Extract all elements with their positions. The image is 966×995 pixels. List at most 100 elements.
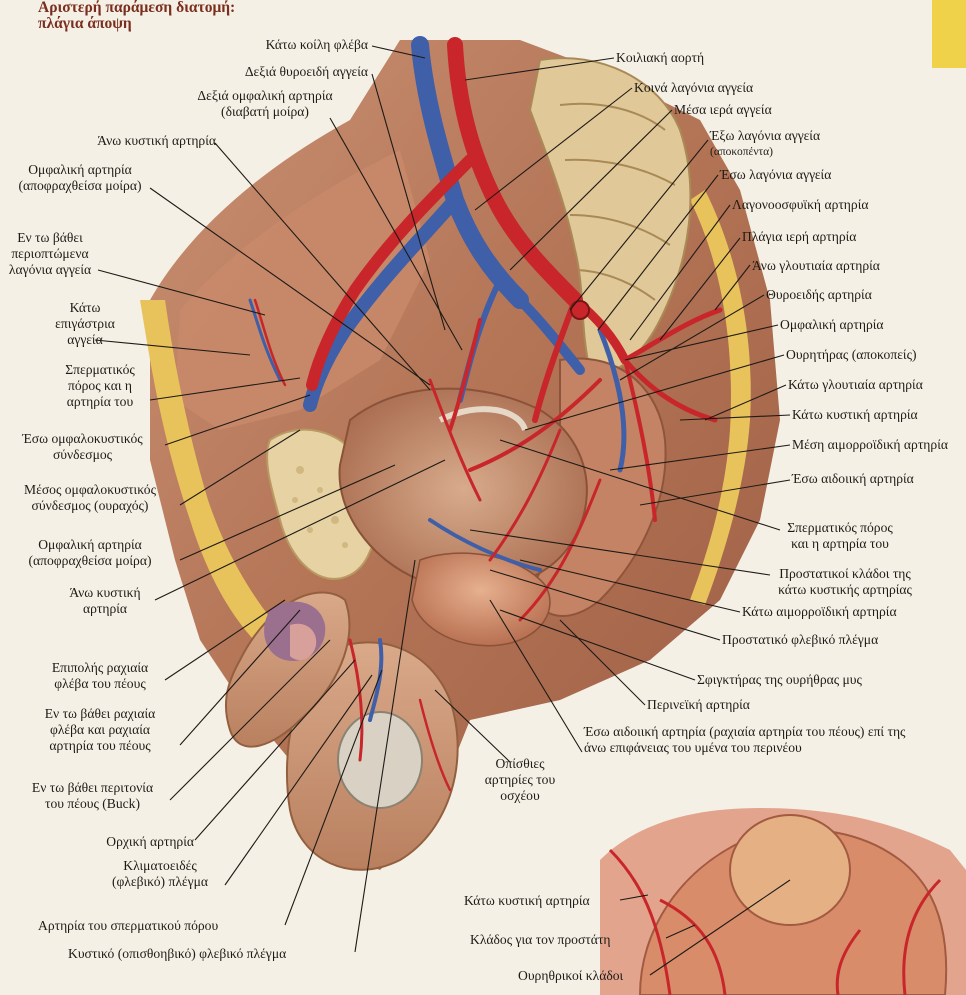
label-r-testicular-vessels: Δεξιά θυροειδή αγγεία (244, 64, 368, 79)
figure-title-line-1: Αριστερή παράμεση διατομή: (38, 0, 236, 16)
label-spermatic-cord-line-2: πόρος και η (67, 378, 133, 393)
label-bucks-fascia: Εν τω βάθει περιτονία του πέους (Buck) (10, 780, 175, 812)
label-umbilical-obliterated-2-line-1: Ομφαλική αρτηρία (38, 537, 142, 552)
label-spermatic-cord-line-1: Σπερματικός (65, 362, 135, 377)
label-sup-vesical-2: Άνω κυστική αρτηρία (50, 585, 160, 617)
label-umbilical-obliterated-1-line-1: Ομφαλική αρτηρία (28, 162, 132, 177)
figure-title: Αριστερή παράμεση διατομή: πλάγια άποψη (38, 0, 318, 32)
label-deep-dorsal-vessels-line-1: Εν τω βάθει ραχιαία (44, 706, 156, 721)
label-pampiniform-plexus-line-1: Κλιματοειδές (123, 858, 197, 873)
label-sup-vesical-2-line-1: Άνω κυστική (69, 585, 141, 600)
label-inferior-epigastric-line-3: αγγεία (67, 332, 103, 347)
label-pampiniform-plexus-line-2: (φλεβικό) πλέγμα (111, 874, 209, 889)
label-umbilical-obliterated-2: Ομφαλική αρτηρία (αποφραχθείσα μοίρα) (0, 537, 180, 569)
label-prostatic-branches: Προστατικοί κλάδοι της κάτω κυστικής αρτ… (760, 566, 930, 598)
label-deep-circumflex-iliac: Εν τω βάθει περιοπτώμενα λαγόνια αγγεία (0, 230, 100, 278)
label-ivc: Κάτω κοίλη φλέβα (265, 37, 368, 52)
label-medial-umbilical-ligament-line-1: Έσω ομφαλοκυστικός (22, 431, 143, 446)
label-prostatic-plexus: Προστατικό φλεβικό πλέγμα (722, 632, 879, 647)
label-posterior-scrotal-line-3: οσχέου (500, 788, 540, 803)
leader-lines (94, 45, 791, 976)
label-inferior-gluteal: Κάτω γλουτιαία αρτηρία (788, 377, 923, 392)
label-deep-dorsal-vessels-line-2: φλέβα και ραχιαία (50, 722, 150, 737)
label-deep-circumflex-iliac-line-1: Εν τω βάθει (17, 230, 83, 245)
label-perineal-artery: Περινεϊκή αρτηρία (647, 697, 750, 712)
label-sup-vesical-1: Άνω κυστική αρτηρία (97, 133, 216, 148)
label-median-umbilical-ligament-line-1: Μέσος ομφαλοκυστικός (24, 482, 156, 497)
label-umbilical-obliterated-2-line-2: (αποφραχθείσα μοίρα) (28, 553, 152, 568)
label-ductus-deferens: Σπερματικός πόρος και η αρτηρία του (760, 520, 920, 552)
int-iliac-cut-end (570, 300, 590, 320)
label-obturator: Θυροειδής αρτηρία (766, 287, 872, 302)
label-ductus-artery: Αρτηρία του σπερματικού πόρου (38, 918, 219, 933)
label-r-umbilical-artery-line-1: Δεξιά ομφαλική αρτηρία (197, 88, 333, 103)
label-r-umbilical-artery: Δεξιά ομφαλική αρτηρία (διαβατή μοίρα) (165, 88, 365, 120)
label-umbilical-obliterated-1-line-2: (αποφραχθείσα μοίρα) (18, 178, 142, 193)
label-medial-umbilical-ligament-line-2: σύνδεσμος (52, 447, 113, 462)
label-r-umbilical-artery-line-2: (διαβατή μοίρα) (221, 104, 309, 119)
label-external-iliac-line-1: Έξω λαγόνια αγγεία (710, 128, 821, 143)
label-inferior-rectal: Κάτω αιμορροϊδική αρτηρία (742, 604, 897, 619)
label-ductus-deferens-line-2: και η αρτηρία του (791, 536, 889, 551)
label-median-umbilical-ligament: Μέσος ομφαλοκυστικός σύνδεσμος (ουραχός) (0, 482, 180, 514)
label-ureter: Ουρητήρας (αποκοπείς) (786, 347, 917, 362)
label-vesical-venous-plexus: Κυστικό (οπισθοηβικό) φλεβικό πλέγμα (68, 946, 287, 961)
label-bucks-fascia-line-1: Εν τω βάθει περιτονία (31, 780, 154, 795)
label-internal-pudendal: Έσω αιδοιική αρτηρία (792, 471, 914, 486)
label-superior-gluteal: Άνω γλουτιαία αρτηρία (752, 258, 880, 273)
label-deep-circumflex-iliac-line-3: λαγόνια αγγεία (8, 262, 92, 277)
page-tab (932, 0, 966, 68)
label-inferior-epigastric-line-1: Κάτω (69, 300, 101, 315)
label-posterior-scrotal: Οπίσθιες αρτηρίες του οσχέου (470, 756, 570, 804)
label-abdominal-aorta: Κοιλιακή αορτή (616, 50, 705, 65)
arteries (253, 37, 723, 792)
label-deep-circumflex-iliac-line-2: περιοπτώμενα (11, 246, 89, 261)
label-sup-vesical-2-line-2: αρτηρία (82, 601, 128, 616)
prostate (411, 552, 551, 647)
label-umbilical-artery: Ομφαλική αρτηρία (780, 317, 884, 332)
label-external-iliac-line-2: (αποκοπέντα) (710, 146, 774, 158)
ductus-deferens-loop (438, 406, 528, 432)
label-medial-umbilical-ligament: Έσω ομφαλοκυστικός σύνδεσμος (0, 431, 165, 463)
bone-texture (292, 466, 348, 548)
label-inferior-epigastric-line-2: επιγάστρια (55, 316, 115, 331)
label-testicular-artery: Ορχική αρτηρία (106, 834, 194, 849)
label-median-umbilical-ligament-line-2: σύνδεσμος (ουραχός) (31, 498, 149, 513)
label-iliolumbar: Λαγονοοσφυϊκή αρτηρία (732, 197, 869, 212)
label-common-iliac: Κοινά λαγόνια αγγεία (634, 80, 754, 95)
label-posterior-scrotal-line-1: Οπίσθιες (495, 756, 545, 771)
label-deep-dorsal-vessels-line-3: αρτηρία του πέους (49, 738, 151, 753)
label-prostatic-branches-line-2: κάτω κυστικής αρτηρίας (778, 582, 912, 597)
label-external-iliac: Έξω λαγόνια αγγεία (αποκοπέντα) (710, 128, 820, 160)
label-superficial-dorsal-vein: Επιπολής ραχιαία φλέβα του πέους (30, 660, 170, 692)
posterior-fat-strip (690, 190, 751, 605)
label-posterior-scrotal-line-2: αρτηρίες του (484, 772, 556, 787)
label-bucks-fascia-line-2: του πέους (Buck) (44, 796, 141, 811)
label-internal-iliac: Έσω λαγόνια αγγεία (720, 167, 832, 182)
label-pampiniform-plexus: Κλιματοειδές (φλεβικό) πλέγμα (90, 858, 230, 890)
label-inset-urethral-branches: Ουρηθρικοί κλάδοι (518, 968, 624, 983)
label-ductus-deferens-line-1: Σπερματικός πόρος (787, 520, 893, 535)
label-prostatic-branches-line-1: Προστατικοί κλάδοι της (779, 566, 911, 581)
anterior-fat-strip (140, 300, 290, 660)
label-lateral-sacral: Πλάγια ιερή αρτηρία (742, 229, 857, 244)
label-middle-rectal: Μέση αιμορροϊδική αρτηρία (792, 437, 948, 452)
figure-title-line-2: πλάγια άποψη (38, 15, 132, 32)
corpus-spongiosum (290, 623, 317, 661)
label-superficial-dorsal-vein-line-1: Επιπολής ραχιαία (51, 660, 149, 675)
label-median-sacral: Μέσα ιερά αγγεία (674, 102, 772, 117)
label-inferior-epigastric: Κάτω επιγάστρια αγγεία (40, 300, 130, 348)
label-urethral-sphincter: Σφιγκτήρας της ουρήθρας μυς (697, 672, 862, 687)
label-internal-pudendal-deep-line-2: άνω επιφάνειας του υμένα του περινέου (584, 740, 802, 755)
label-spermatic-cord: Σπερματικός πόρος και η αρτηρία του (45, 362, 155, 410)
label-spermatic-cord-line-3: αρτηρία του (66, 394, 134, 409)
label-inferior-vesical: Κάτω κυστική αρτηρία (792, 407, 918, 422)
label-inset-prostate-branch: Κλάδος για τον προστάτη (470, 932, 611, 947)
label-internal-pudendal-deep: Έσω αιδοιική αρτηρία (ραχιαία αρτηρία το… (584, 724, 905, 756)
label-internal-pudendal-deep-line-1: Έσω αιδοιική αρτηρία (ραχιαία αρτηρία το… (584, 724, 906, 739)
label-superficial-dorsal-vein-line-2: φλέβα του πέους (54, 676, 146, 691)
label-deep-dorsal-vessels: Εν τω βάθει ραχιαία φλέβα και ραχιαία αρ… (20, 706, 180, 754)
iliac-fossa (175, 150, 430, 430)
